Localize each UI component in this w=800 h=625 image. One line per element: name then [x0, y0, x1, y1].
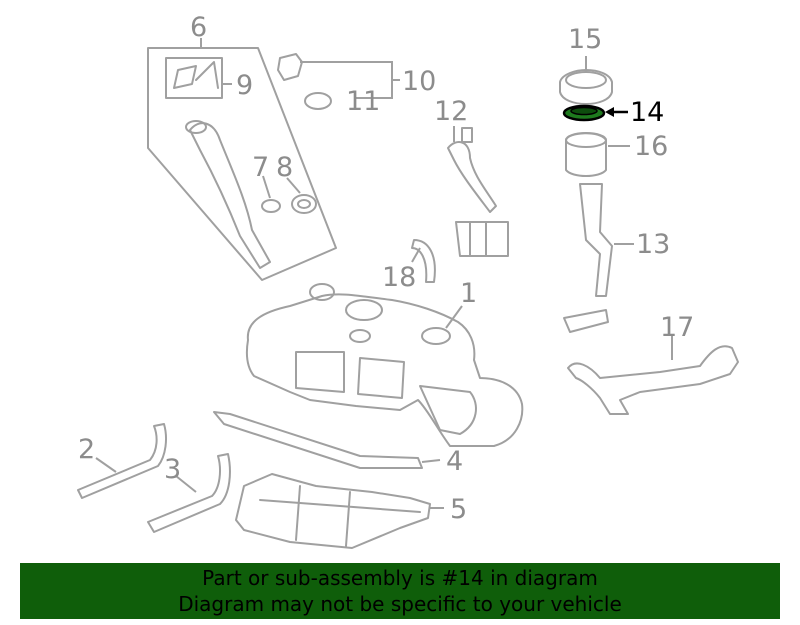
callout-12: 12 [434, 96, 468, 127]
cap-assembly-10-11 [277, 53, 400, 110]
callout-9: 9 [236, 70, 253, 101]
pump-module-16 [565, 132, 630, 177]
sender-13 [563, 183, 634, 333]
strap-2 [77, 423, 167, 499]
callout-17: 17 [660, 312, 694, 343]
callout-11: 11 [346, 86, 380, 117]
callout-7: 7 [252, 152, 269, 183]
filler-neck-group [147, 38, 337, 281]
callout-2: 2 [78, 434, 95, 465]
banner-line-part: Part or sub-assembly is #14 in diagram [202, 566, 598, 590]
strap-3 [147, 453, 231, 533]
callout-15: 15 [568, 24, 602, 55]
callout-8: 8 [276, 152, 293, 183]
callout-18: 18 [382, 262, 416, 293]
shield-5 [235, 473, 444, 549]
callout-5: 5 [450, 494, 467, 525]
callout-16: 16 [634, 131, 668, 162]
fuel-pump-12 [447, 126, 509, 257]
callout-6: 6 [190, 12, 207, 43]
callout-10: 10 [402, 66, 436, 97]
info-banner: Part or sub-assembly is #14 in diagram D… [20, 563, 780, 619]
lock-ring-15 [559, 56, 613, 105]
callout-4: 4 [446, 446, 463, 477]
callout-14: 14 [630, 97, 664, 128]
parts-diagram: 6 9 10 11 12 7 8 15 14 16 13 18 1 17 2 4… [77, 12, 739, 549]
hose-18 [411, 239, 436, 283]
callout-1: 1 [460, 278, 477, 309]
fuel-tank-1 [245, 283, 524, 447]
tube-assembly-17 [567, 336, 739, 415]
banner-line-disclaimer: Diagram may not be specific to your vehi… [178, 592, 622, 616]
callout-3: 3 [164, 454, 181, 485]
strap-4 [213, 411, 441, 469]
callout-13: 13 [636, 229, 670, 260]
seal-14-highlighted [562, 104, 628, 122]
